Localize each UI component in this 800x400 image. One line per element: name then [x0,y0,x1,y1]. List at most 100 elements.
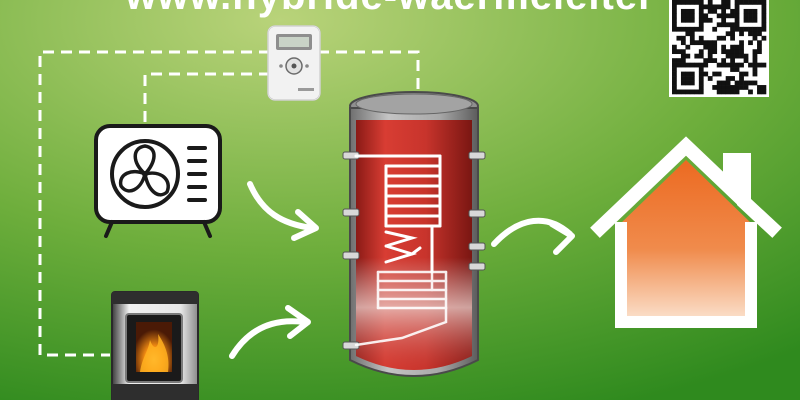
qr-module [734,67,740,72]
qr-module [689,35,695,41]
qr-module [680,62,686,68]
qr-module [757,44,762,50]
qr-module [707,8,713,14]
qr-module [748,62,753,68]
qr-module [680,53,686,59]
qr-module [680,49,686,55]
qr-module [685,17,691,23]
qr-module [734,80,740,86]
qr-module [752,49,758,55]
qr-module [707,58,713,63]
qr-module [761,26,767,32]
qr-module [730,89,735,95]
qr-module [672,89,677,95]
qr-module [734,13,740,19]
qr-module [698,13,704,19]
qr-module [752,53,758,59]
qr-module [725,85,731,90]
qr-module [734,53,740,59]
qr-module [743,26,749,32]
qr-module [703,17,709,23]
qr-module [748,8,753,14]
qr-module [712,58,718,63]
qr-module [748,17,753,23]
qr-module [757,85,762,90]
qr-module [676,49,682,55]
qr-module [689,80,695,86]
qr-module [694,89,700,95]
pipe-left-inner [143,72,270,125]
qr-module [725,4,731,10]
qr-module [725,49,731,55]
qr-module [730,62,735,68]
qr-module [694,40,700,46]
qr-module [721,58,727,63]
qr-module [752,13,758,19]
temperature-controller-icon [267,25,321,101]
qr-module [676,62,682,68]
qr-module [676,26,682,32]
qr-module [730,58,735,63]
qr-module [734,49,740,55]
qr-module [761,13,767,19]
qr-module [752,80,758,86]
qr-module [743,58,749,63]
qr-module [672,80,677,86]
qr-module [716,35,722,41]
arrow-tank-to-house [491,217,575,255]
qr-module [685,76,691,81]
qr-module [712,49,718,55]
qr-module [743,80,749,86]
qr-module [757,49,762,55]
qr-module [725,76,731,81]
qr-module [725,13,731,19]
qr-module [698,80,704,86]
qr-module [689,71,695,77]
qr-module [739,53,744,59]
qr-module [685,62,691,68]
qr-module [672,44,677,50]
qr-code-icon [669,0,769,97]
qr-module [761,17,767,23]
qr-module [734,4,740,10]
qr-module [761,62,767,68]
qr-module [734,62,740,68]
qr-module [712,8,718,14]
qr-module [672,71,677,77]
qr-module [748,40,753,46]
qr-module [752,8,758,14]
qr-module [672,0,677,5]
qr-module [730,22,735,28]
qr-module [703,71,709,77]
qr-module [680,26,686,32]
qr-module [685,89,691,95]
qr-module [689,13,695,19]
qr-module [698,0,704,5]
qr-module [730,8,735,14]
qr-module [734,8,740,14]
qr-module [707,4,713,10]
qr-module [757,62,762,68]
qr-module [725,89,731,95]
qr-module [743,85,749,90]
qr-module [725,62,731,68]
qr-module [712,4,718,10]
qr-module [721,4,727,10]
qr-module [739,85,744,90]
qr-module [685,44,691,50]
qr-module [712,26,718,32]
qr-module [757,26,762,32]
qr-module [698,71,704,77]
qr-module [703,40,709,46]
qr-module [689,62,695,68]
qr-module [716,71,722,77]
qr-module [757,89,762,95]
qr-module [698,22,704,28]
qr-module [707,44,713,50]
house-icon [590,136,782,328]
qr-module [743,0,749,5]
qr-module [707,49,713,55]
arrow-stove-to-tank [229,305,311,359]
